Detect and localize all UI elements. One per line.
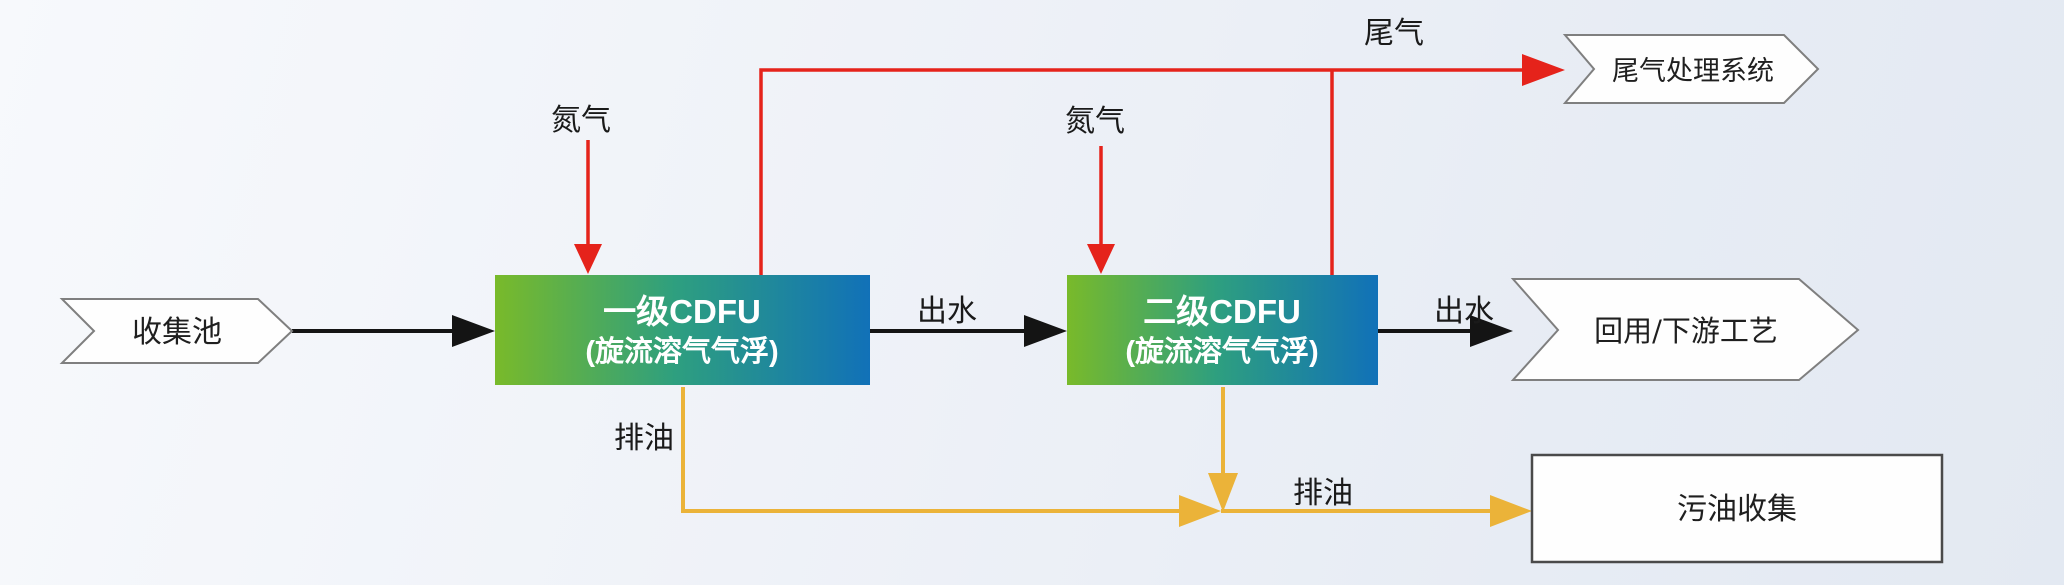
cdfu1-title: 一级CDFU (603, 293, 761, 330)
outlet1-arrowhead-icon (1024, 315, 1067, 347)
nitrogen2-arrowhead-icon (1087, 244, 1115, 274)
outlet1-label: 出水 (917, 294, 977, 329)
oil-outlet-arrowhead-icon (1490, 495, 1532, 527)
feed-arrowhead-icon (452, 315, 495, 347)
tail-gas-arrowhead-icon (1522, 54, 1565, 86)
reuse-downstream-node (1510, 278, 1860, 381)
oil-drain1-label: 排油 (614, 421, 674, 456)
waste-oil-collection-label: 污油收集 (1677, 492, 1797, 527)
oil-drain1-line (681, 387, 1182, 513)
oil-junction-arrowhead-icon (1179, 495, 1221, 527)
waste-oil-collection-node (1530, 453, 1944, 564)
oil-drain2-label: 排油 (1293, 476, 1353, 511)
nitrogen1-arrowhead-icon (574, 244, 602, 274)
cdfu2-subtitle: (旋流溶气气浮) (1125, 334, 1318, 368)
cdfu1-node (495, 275, 870, 385)
outlet2-label: 出水 (1434, 294, 1494, 329)
oil-riser2-arrowhead-icon (1208, 473, 1238, 512)
tail-gas-system-label: 尾气处理系统 (1612, 56, 1774, 87)
nitrogen2-label: 氮气 (1065, 104, 1125, 139)
reuse-downstream-label: 回用/下游工艺 (1594, 314, 1778, 348)
tail-gas-label: 尾气 (1364, 16, 1424, 51)
outlet2-arrowhead-icon (1470, 315, 1513, 347)
nitrogen1-label: 氮气 (551, 103, 611, 138)
cdfu2-node (1067, 275, 1378, 385)
tail-gas-main-line (759, 68, 1524, 275)
tail-gas-system-node (1562, 34, 1820, 104)
cdfu2-title: 二级CDFU (1143, 293, 1301, 330)
collection-pool-label: 收集池 (132, 315, 222, 350)
cdfu1-subtitle: (旋流溶气气浮) (585, 334, 778, 368)
collection-pool-node (59, 298, 294, 364)
